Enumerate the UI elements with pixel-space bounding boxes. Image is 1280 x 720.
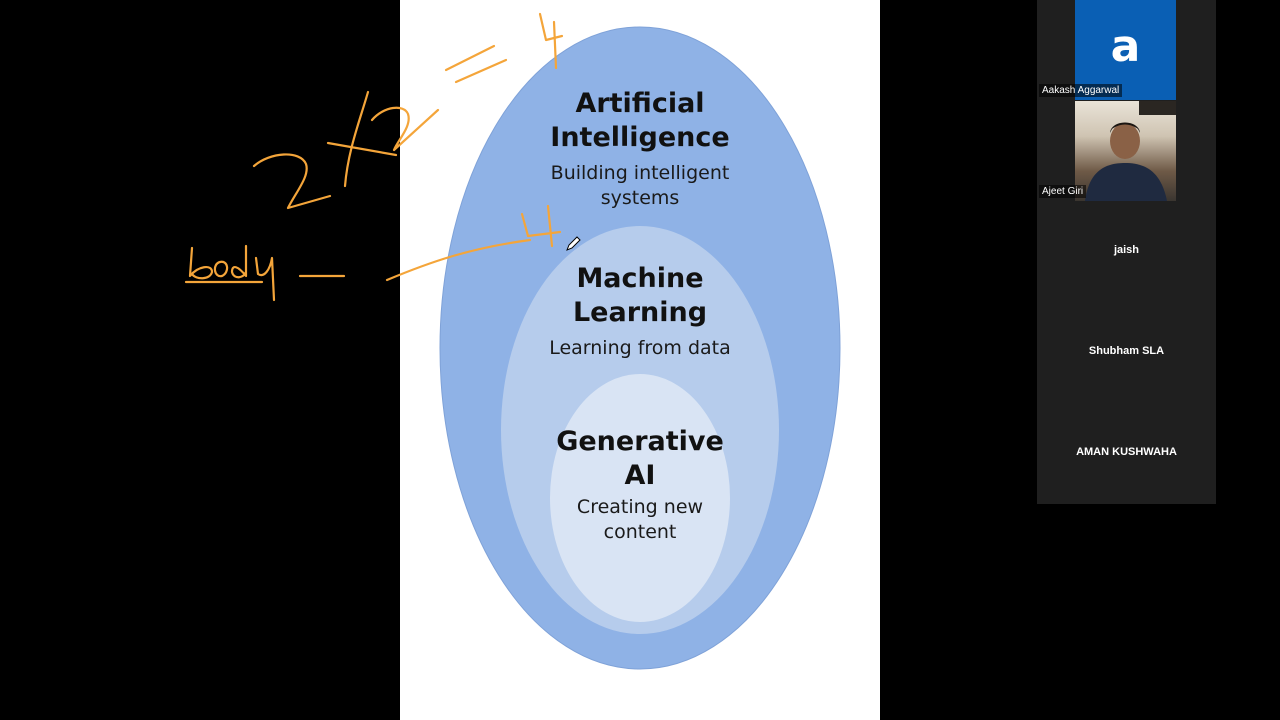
ai-title-line2: Intelligence <box>550 122 730 153</box>
participant-video <box>1075 101 1176 201</box>
person-video-icon <box>1085 101 1176 201</box>
participant-tile-video[interactable]: Ajeet Giri <box>1037 101 1216 201</box>
participant-name-jaish[interactable]: jaish <box>1113 244 1140 256</box>
participant-name-aman[interactable]: AMAN KUSHWAHA <box>1076 446 1177 458</box>
participant-name-shubham[interactable]: Shubham SLA <box>1088 345 1165 357</box>
avatar-initial: a <box>1110 20 1141 72</box>
avatar: a <box>1075 0 1176 100</box>
ink-x <box>326 90 398 188</box>
participant-name-video: Ajeet Giri <box>1039 185 1087 198</box>
ai-title-line1: Artificial <box>575 88 705 119</box>
ai-subtitle-line1: Building intelligent <box>550 162 730 184</box>
ink-digit-2 <box>252 153 332 210</box>
participants-panel: a Aakash Aggarwal Ajeet Giri jaish Shubh… <box>1037 0 1216 504</box>
gen-ai-title-line1: Generative <box>556 426 724 457</box>
gen-ai-title-line2: AI <box>624 460 656 491</box>
gen-ai-subtitle-line1: Creating new <box>576 496 704 518</box>
participant-tile-host[interactable]: a Aakash Aggarwal <box>1037 0 1216 100</box>
pen-cursor-icon <box>566 236 581 251</box>
ml-subtitle: Learning from data <box>549 337 731 359</box>
presentation-slide: Artificial Intelligence Building intelli… <box>400 0 880 720</box>
participant-name-host: Aakash Aggarwal <box>1039 84 1123 97</box>
venn-diagram <box>439 26 841 670</box>
ai-subtitle-line2: systems <box>600 187 680 209</box>
gen-ai-ellipse <box>550 374 730 622</box>
ml-title-line2: Learning <box>572 297 708 328</box>
ml-title-line1: Machine <box>576 263 704 294</box>
ink-word-body <box>188 244 276 302</box>
gen-ai-subtitle-line2: content <box>603 521 677 543</box>
